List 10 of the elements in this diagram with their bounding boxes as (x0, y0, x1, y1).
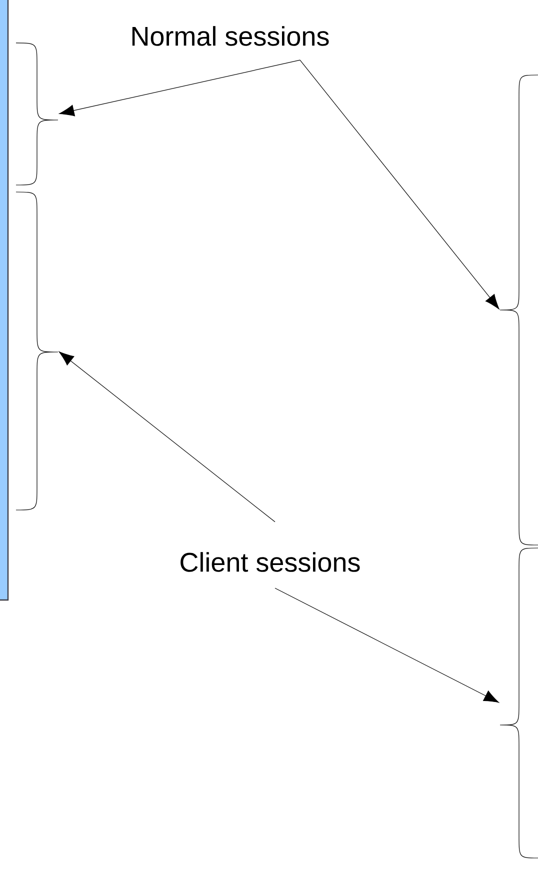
curly-brace (16, 42, 58, 186)
arrow (59, 60, 300, 116)
arrow (58, 351, 276, 522)
curly-brace (16, 192, 58, 510)
curly-brace (500, 548, 538, 858)
arrow (274, 588, 499, 703)
label-text: Client sessions (180, 552, 360, 572)
label-text: Normal sessions (132, 26, 329, 46)
curly-brace (500, 74, 538, 546)
arrow (300, 60, 500, 310)
